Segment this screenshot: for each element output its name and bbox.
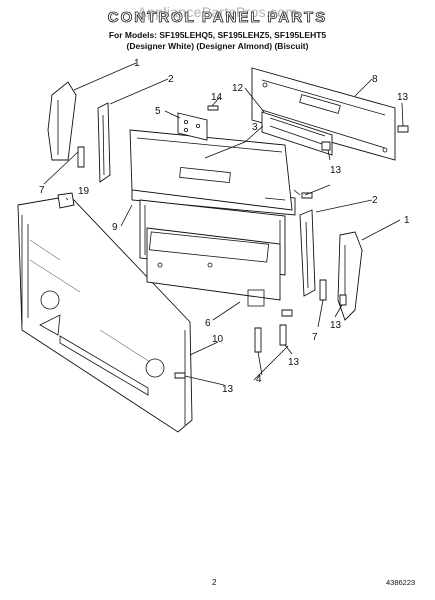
callout-1-left: 1 [134,58,140,69]
document-code: 4386223 [386,578,416,587]
part-rear-trim [251,67,396,161]
part-display-module [261,111,333,156]
callout-1-right: 1 [404,215,410,226]
callout-labels: 1 2 5 14 12 8 13 3 13 7 19 9 2 1 6 7 13 … [39,58,410,395]
part-lower-trim [146,227,281,307]
callout-5: 5 [155,106,161,117]
callout-12: 12 [232,83,244,94]
callout-13-d: 13 [288,357,300,368]
callout-14: 14 [211,92,223,103]
page-title: CONTROL PANEL PARTS [107,9,328,27]
part-side-bracket-right [299,209,316,297]
part-bracket [177,105,219,141]
callout-2-right: 2 [372,195,378,206]
callout-7-right: 7 [312,332,318,343]
watermark: AppliancePartsPros.com [137,4,298,20]
callout-13-b: 13 [330,165,342,176]
callout-4: 4 [256,374,262,385]
callout-2-left: 2 [168,74,174,85]
callout-19: 19 [78,186,90,197]
callout-13-a: 13 [397,92,409,103]
callout-7-left: 7 [39,185,45,196]
callout-6: 6 [205,318,211,329]
leader-lines [43,62,404,386]
part-end-cap-left [47,81,77,161]
callout-13-c: 13 [330,320,342,331]
part-end-cap-right [337,231,363,321]
part-screws [174,125,409,379]
model-colors: (Designer White) (Designer Almond) (Bisc… [126,41,309,51]
model-numbers: For Models: SF195LEHQ5, SF195LEHZ5, SF19… [108,30,327,40]
part-clip-left [77,146,85,168]
model-list: For Models: SF195LEHQ5, SF195LEHZ5, SF19… [0,30,435,52]
part-control-panel [129,129,293,211]
callout-10: 10 [212,334,224,345]
callout-3: 3 [252,122,258,133]
callout-8: 8 [372,74,378,85]
callout-13-e: 13 [222,384,234,395]
part-clip-right [319,279,327,301]
part-side-bracket-left [97,102,111,183]
page-number: 2 [212,578,217,587]
part-knob-19 [57,192,75,209]
callout-9: 9 [112,222,118,233]
